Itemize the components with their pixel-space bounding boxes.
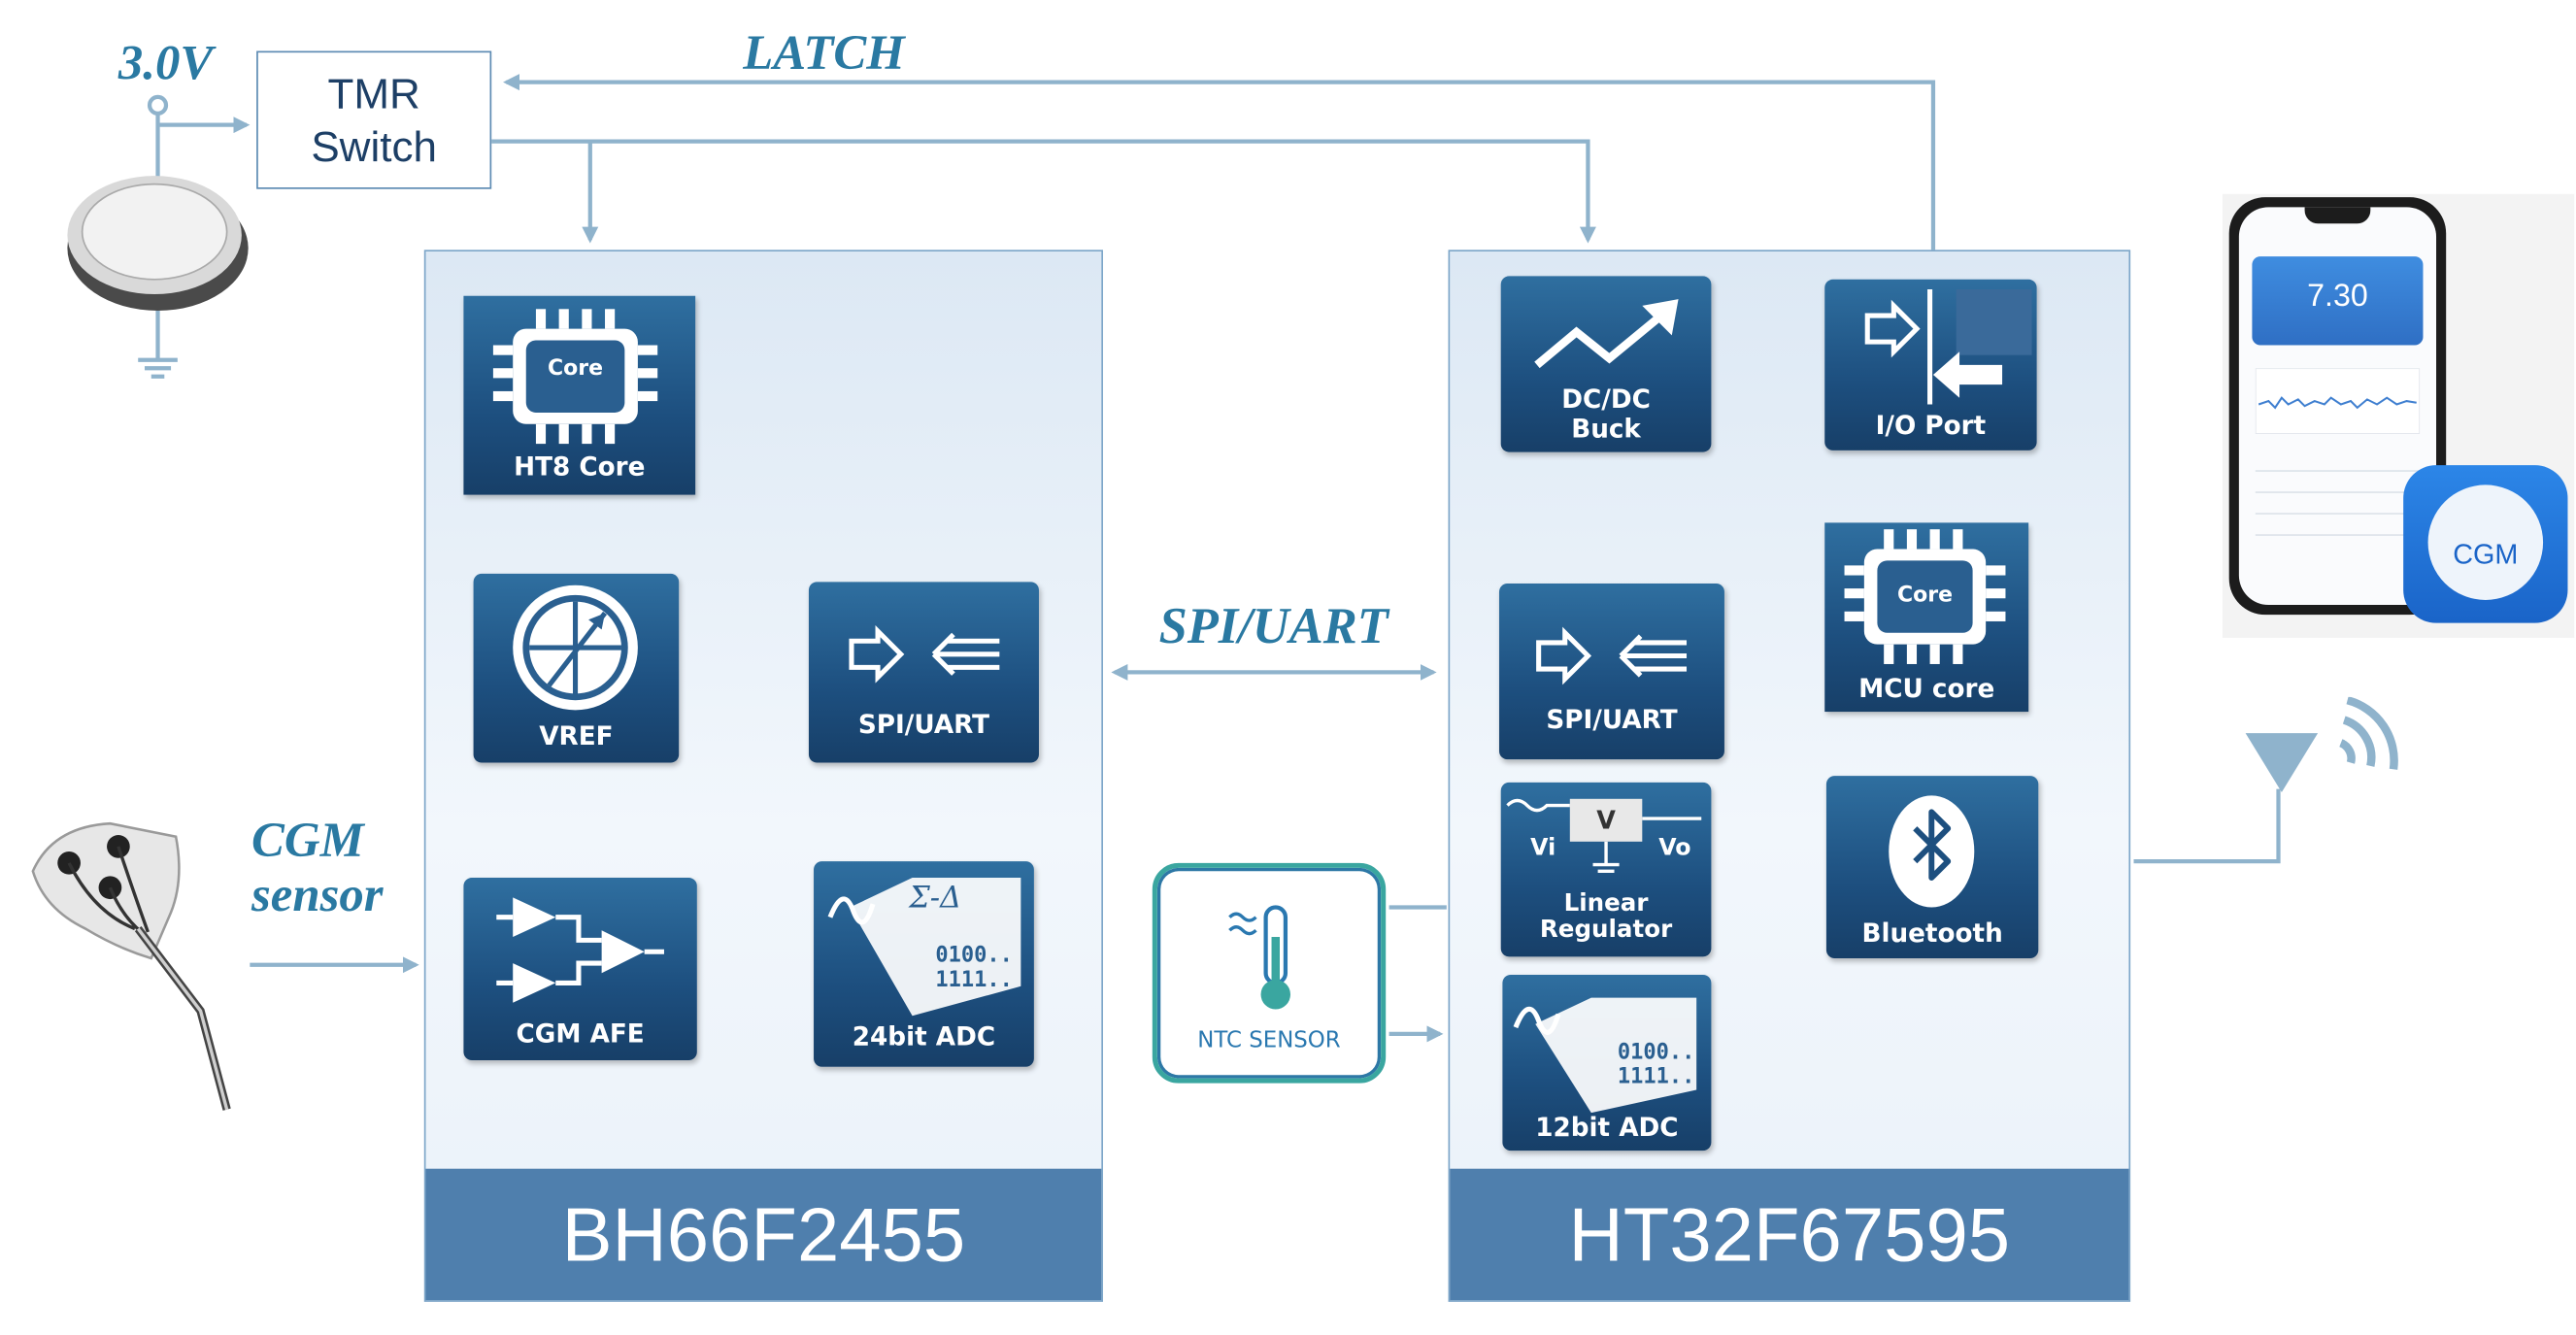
cgm-sensor-label-line1: CGM xyxy=(251,814,364,868)
linear-label: Linear Regulator xyxy=(1501,891,1712,944)
io-arrows-icon xyxy=(1536,626,1688,685)
io-port-label: I/O Port xyxy=(1875,411,1987,441)
ht8-core-die-label: Core xyxy=(548,356,604,382)
chip-right-name: HT32F67595 xyxy=(1450,1168,2129,1301)
vref-icon xyxy=(513,584,638,711)
adc12-label: 12bit ADC xyxy=(1535,1113,1679,1143)
dcdc-label-line2: Buck xyxy=(1571,414,1641,445)
adc12-block: 0100.. 1111.. 12bit ADC xyxy=(1502,974,1712,1151)
io-arrows-icon xyxy=(849,624,1000,684)
spi-uart-left-block: SPI/UART xyxy=(808,582,1039,763)
cgm-sensor-label-line2: sensor xyxy=(251,867,384,922)
adc12-bits-line1: 0100.. xyxy=(1617,1040,1695,1066)
core-chip-icon xyxy=(492,309,658,445)
linear-vi-label: Vi xyxy=(1530,835,1556,862)
core-chip-icon xyxy=(1844,529,2006,664)
dcdc-label: DC/DC Buck xyxy=(1501,384,1712,444)
tmr-switch-line2: Switch xyxy=(311,121,437,172)
ntc-sensor: NTC SENSOR xyxy=(1152,862,1387,1084)
dcdc-label-line1: DC/DC xyxy=(1561,384,1651,415)
cgm-afe-label: CGM AFE xyxy=(516,1018,645,1050)
spi-uart-right-block: SPI/UART xyxy=(1499,584,1724,760)
io-port-icon xyxy=(1864,288,2032,405)
io-port-block: I/O Port xyxy=(1824,279,2037,451)
linear-vo-label: Vo xyxy=(1658,835,1691,862)
linear-label-line1: Linear xyxy=(1563,890,1649,918)
cgm-app-icon[interactable]: CGM xyxy=(2403,465,2568,623)
bluetooth-icon xyxy=(1889,795,1975,908)
spi-uart-right-label: SPI/UART xyxy=(1546,705,1678,735)
coin-battery-icon xyxy=(67,94,249,379)
mcu-core-die-label: Core xyxy=(1896,584,1954,609)
regulator-icon xyxy=(1506,798,1702,873)
trend-up-icon xyxy=(1534,299,1679,369)
reading-card: 7.30 xyxy=(2252,256,2424,346)
spi-uart-left-label: SPI/UART xyxy=(857,710,990,740)
cgm-app-icon-badge: CGM xyxy=(2427,484,2544,600)
cgm-sensor-patch-icon xyxy=(31,821,231,1111)
tmr-switch-line1: TMR xyxy=(327,69,420,118)
phone-notch xyxy=(2304,207,2371,224)
ntc-sensor-label: NTC SENSOR xyxy=(1197,1027,1341,1054)
adc24-bits: 0100.. 1111.. xyxy=(935,944,1013,993)
linear-regulator-block: V Vi Vo Linear Regulator xyxy=(1500,782,1712,957)
adc-icon xyxy=(827,878,1021,1017)
records-list xyxy=(2255,453,2421,552)
phone-body: 7.30 xyxy=(2228,197,2447,616)
linear-label-line2: Regulator xyxy=(1539,917,1673,944)
chip-left-name: BH66F2455 xyxy=(425,1168,1102,1301)
adc-icon xyxy=(1513,997,1697,1114)
linear-v-label: V xyxy=(1596,805,1616,836)
cgm-sensor-label: CGM sensor xyxy=(251,814,383,922)
bluetooth-label: Bluetooth xyxy=(1861,918,2003,949)
ht8-core-block: Core HT8 Core xyxy=(463,295,696,495)
adc24-label: 24bit ADC xyxy=(852,1022,996,1052)
phone-screen: 7.30 xyxy=(2238,207,2437,606)
glucose-reading: 7.30 xyxy=(2307,279,2368,315)
adc24-bits-line1: 0100.. xyxy=(935,943,1013,969)
cgm-app-label: CGM xyxy=(2453,539,2519,571)
tmr-switch: TMR Switch xyxy=(256,50,492,189)
mcu-core-block: Core MCU core xyxy=(1824,522,2029,713)
adc24-block: Σ-Δ 0100.. 1111.. 24bit ADC xyxy=(814,861,1034,1067)
adc12-bits-line2: 1111.. xyxy=(1617,1065,1695,1090)
antenna-icon xyxy=(2245,696,2398,793)
spi-uart-link-label: SPI/UART xyxy=(1158,596,1388,654)
adc24-symbol: Σ-Δ xyxy=(909,881,962,917)
adc24-bits-line2: 1111.. xyxy=(935,968,1013,993)
ht8-core-label: HT8 Core xyxy=(514,451,646,483)
vref-block: VREF xyxy=(473,573,680,763)
amplifier-icon xyxy=(496,897,664,1003)
dcdc-buck-block: DC/DC Buck xyxy=(1500,276,1712,452)
thermometer-icon xyxy=(1228,905,1291,1010)
bluetooth-block: Bluetooth xyxy=(1825,776,2039,959)
cgm-afe-block: CGM AFE xyxy=(463,878,697,1060)
vref-label: VREF xyxy=(539,721,614,751)
mcu-core-label: MCU core xyxy=(1858,674,1995,704)
latch-label: LATCH xyxy=(743,26,905,81)
adc12-bits: 0100.. 1111.. xyxy=(1618,1041,1695,1090)
supply-voltage-label: 3.0V xyxy=(117,36,214,91)
trend-chart-mini xyxy=(2255,368,2421,434)
